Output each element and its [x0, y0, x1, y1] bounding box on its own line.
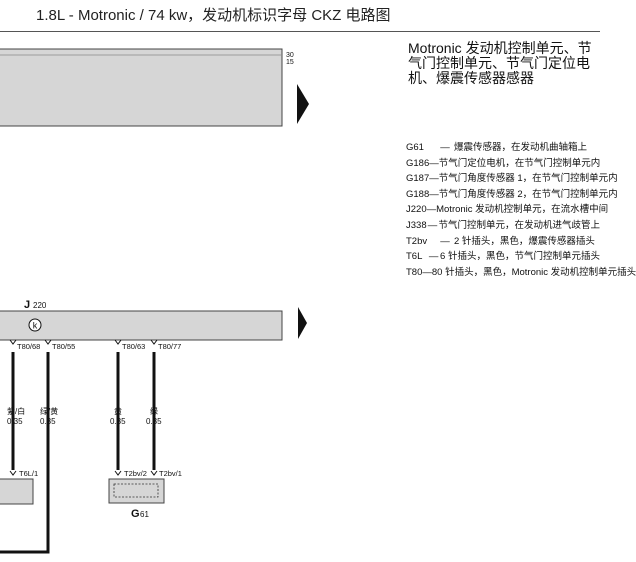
wire-label-violet-white: 紫/白: [7, 406, 25, 416]
wire-label-green-yellow: 绿/黄: [40, 406, 58, 416]
diagram-description: Motronic 发动机控制单元、节气门控制单元、节气门定位电机、爆震传感器感器: [408, 40, 592, 86]
sensor-label-sub: 61: [140, 510, 149, 519]
legend-code: G186: [406, 157, 430, 169]
legend-dash: —: [429, 188, 439, 200]
throttle-control-unit-block: [0, 478, 34, 505]
wire-label-green: 绿: [150, 407, 158, 416]
legend-dash: —: [427, 219, 438, 231]
legend-dash: —: [440, 142, 450, 153]
legend-code: T80: [406, 266, 423, 278]
connector-arrow-t2bv-1: [150, 470, 158, 476]
legend-item: G187—节气门角度传感器 1，在节气门控制单元内: [406, 171, 618, 187]
legend-item: T2bv — 2 针插头，黑色，爆震传感器插头: [406, 234, 600, 250]
legend-item: T80—80 针插头，黑色，Motronic 发动机控制单元插头: [406, 265, 636, 281]
legend-code: G188: [406, 188, 430, 200]
ecu-label-sub: 220: [33, 301, 47, 310]
pin-label-t80-55: T80/55: [52, 342, 75, 351]
legend-dash: —: [426, 204, 437, 216]
legend-dash: —: [422, 266, 432, 278]
knock-sensor-g61: [108, 478, 165, 504]
legend-text: 6 针插头，黑色，节气门控制单元插头: [440, 251, 600, 263]
connector-label-t2bv-1: T2bv/1: [159, 469, 182, 478]
legend-text: 节气门角度传感器 2，在节气门控制单元内: [438, 188, 618, 200]
wire-gauge-violet-white: 0.35: [7, 417, 23, 426]
legend-code: G61: [406, 142, 424, 153]
connector-arrow-t6l-1: [9, 470, 17, 476]
legend-item: G188—节气门角度传感器 2，在节气门控制单元内: [406, 187, 618, 203]
legend-code: T2bv: [406, 235, 428, 247]
legend-item: G61 — 爆震传感器，在发动机曲轴箱上: [406, 140, 600, 156]
scale-15: 15: [286, 59, 294, 66]
legend-text: 节气门定位电机，在节气门控制单元内: [438, 157, 601, 169]
legend-text: 80 针插头，黑色，Motronic 发动机控制单元插头: [431, 266, 636, 278]
continuation-arrow-bottom: [298, 307, 307, 339]
legend-code: T6L: [406, 251, 423, 263]
connector-label-t6l-1: T6L/1: [19, 469, 38, 478]
scale-30: 30: [286, 52, 294, 59]
legend-item: J220—Motronic 发动机控制单元，在流水槽中间: [406, 202, 608, 218]
legend-code: J220: [406, 204, 427, 216]
legend-dash: —: [440, 235, 450, 247]
legend-item: J338—节气门控制单元，在发动机进气歧管上: [406, 218, 600, 234]
ecu-j220-block: [0, 310, 283, 341]
legend-dash: —: [429, 157, 439, 169]
sensor-label: G: [131, 508, 140, 520]
legend-dash: —: [429, 173, 439, 185]
legend-text: 2 针插头，黑色，爆震传感器插头: [454, 235, 595, 247]
circuit-diagram: 30 15 J 220 k T80/68 T80/55 T80/63 T80/7…: [0, 48, 309, 554]
knock-sensor-g61-inner: [113, 483, 159, 498]
wire-gauge-yellow: 0.35: [110, 417, 126, 426]
ecu-ground-symbol-letter: k: [33, 321, 38, 331]
ecu-label: J: [24, 299, 30, 311]
legend-code: J338: [406, 219, 427, 231]
page-title: 1.8L - Motronic / 74 kw，发动机标识字母 CKZ 电路图: [36, 7, 391, 24]
pin-arrow-t80-77: [150, 339, 158, 345]
pin-arrow-t80-68: [9, 339, 17, 345]
wire-gauge-green: 0.35: [146, 417, 162, 426]
pin-label-t80-63: T80/63: [122, 342, 145, 351]
ecu-ground-symbol: [28, 318, 42, 332]
connector-label-t2bv-2: T2bv/2: [124, 469, 147, 478]
legend-text: 爆震传感器，在发动机曲轴箱上: [454, 142, 588, 153]
legend-text: Motronic 发动机控制单元，在流水槽中间: [436, 204, 609, 216]
pin-label-t80-68: T80/68: [17, 342, 40, 351]
legend-item: G186—节气门定位电机，在节气门控制单元内: [406, 156, 600, 172]
continuation-arrow-top: [297, 84, 309, 124]
wire-label-yellow: 黄: [114, 406, 122, 416]
legend-dash: —: [428, 251, 439, 263]
title-divider: [0, 31, 600, 32]
connector-arrow-t2bv-2: [114, 470, 122, 476]
legend-item: T6L —6 针插头，黑色，节气门控制单元插头: [406, 249, 600, 265]
legend-text: 节气门角度传感器 1，在节气门控制单元内: [438, 173, 618, 185]
pin-label-t80-77: T80/77: [158, 342, 181, 351]
legend-code: G187: [406, 173, 430, 185]
legend-text: 节气门控制单元，在发动机进气歧管上: [438, 219, 600, 231]
pin-arrow-t80-55: [44, 339, 52, 345]
wire-gauge-green-yellow: 0.35: [40, 417, 56, 426]
top-unit-block: [0, 48, 283, 127]
component-legend: G61—爆震传感器，在发动机曲轴箱上 G186—节气门定位电机，在节气门控制单元…: [406, 140, 636, 281]
pin-arrow-t80-63: [114, 339, 122, 345]
